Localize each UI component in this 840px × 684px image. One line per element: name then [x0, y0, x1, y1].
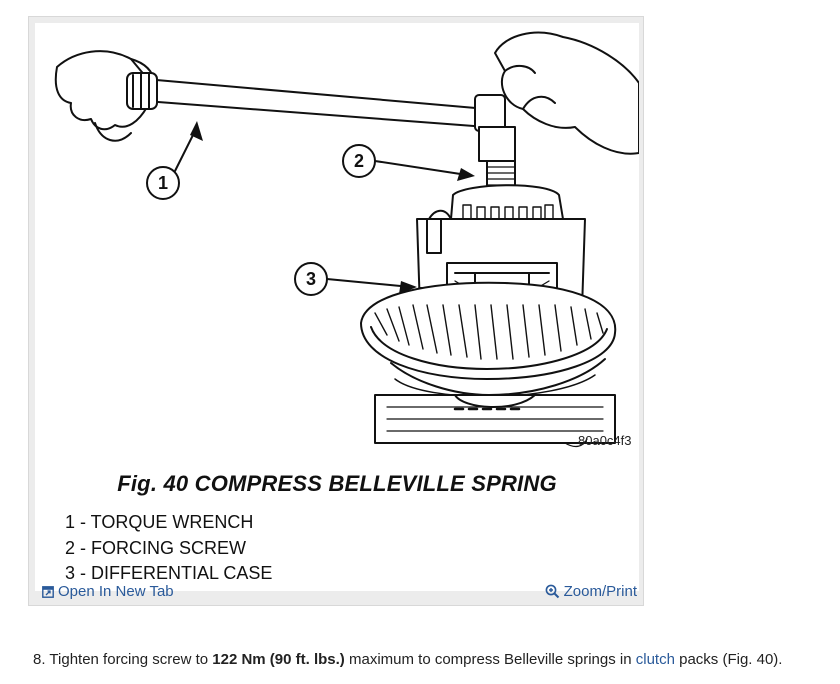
zoom-print-link[interactable]: Zoom/Print [545, 583, 637, 600]
legend-item: 2 - FORCING SCREW [65, 537, 247, 558]
step-number: 8. [33, 651, 46, 668]
zoom-icon [545, 584, 559, 599]
legend-item: 1 - TORQUE WRENCH [65, 512, 254, 532]
figure-panel: 1 2 3 80a0c4f3 Fig. 40 COMPRESS BELLEVIL… [35, 23, 639, 591]
callout-3: 3 [306, 269, 316, 289]
open-new-tab-icon [42, 585, 54, 598]
figure-legend: 1 - TORQUE WRENCH 2 - FORCING SCREW 3 - … [65, 510, 272, 587]
figure-frame: 1 2 3 80a0c4f3 Fig. 40 COMPRESS BELLEVIL… [28, 16, 644, 606]
step-text: Tighten forcing screw to [45, 651, 213, 668]
zoom-print-label: Zoom/Print [563, 583, 637, 600]
callout-1: 1 [158, 173, 168, 193]
callout-2: 2 [354, 151, 364, 171]
open-in-new-tab-link[interactable]: Open In New Tab [42, 583, 174, 600]
procedure-step: 8. Tighten forcing screw to 122 Nm (90 f… [33, 651, 782, 668]
step-text: packs (Fig. 40). [674, 651, 783, 668]
figure-image-code: 80a0c4f3 [578, 433, 632, 448]
figure-title: Fig. 40 COMPRESS BELLEVILLE SPRING [117, 471, 557, 496]
differential-illustration: 1 2 3 [54, 31, 639, 448]
open-in-new-tab-label: Open In New Tab [58, 583, 174, 600]
step-text: maximum to compress Belleville springs i… [344, 651, 636, 668]
legend-item: 3 - DIFFERENTIAL CASE [65, 563, 273, 583]
figure-toolbar: Open In New Tab Zoom/Print [29, 583, 645, 607]
torque-value: 122 Nm (90 ft. lbs.) [212, 651, 345, 668]
clutch-link[interactable]: clutch [635, 651, 675, 668]
